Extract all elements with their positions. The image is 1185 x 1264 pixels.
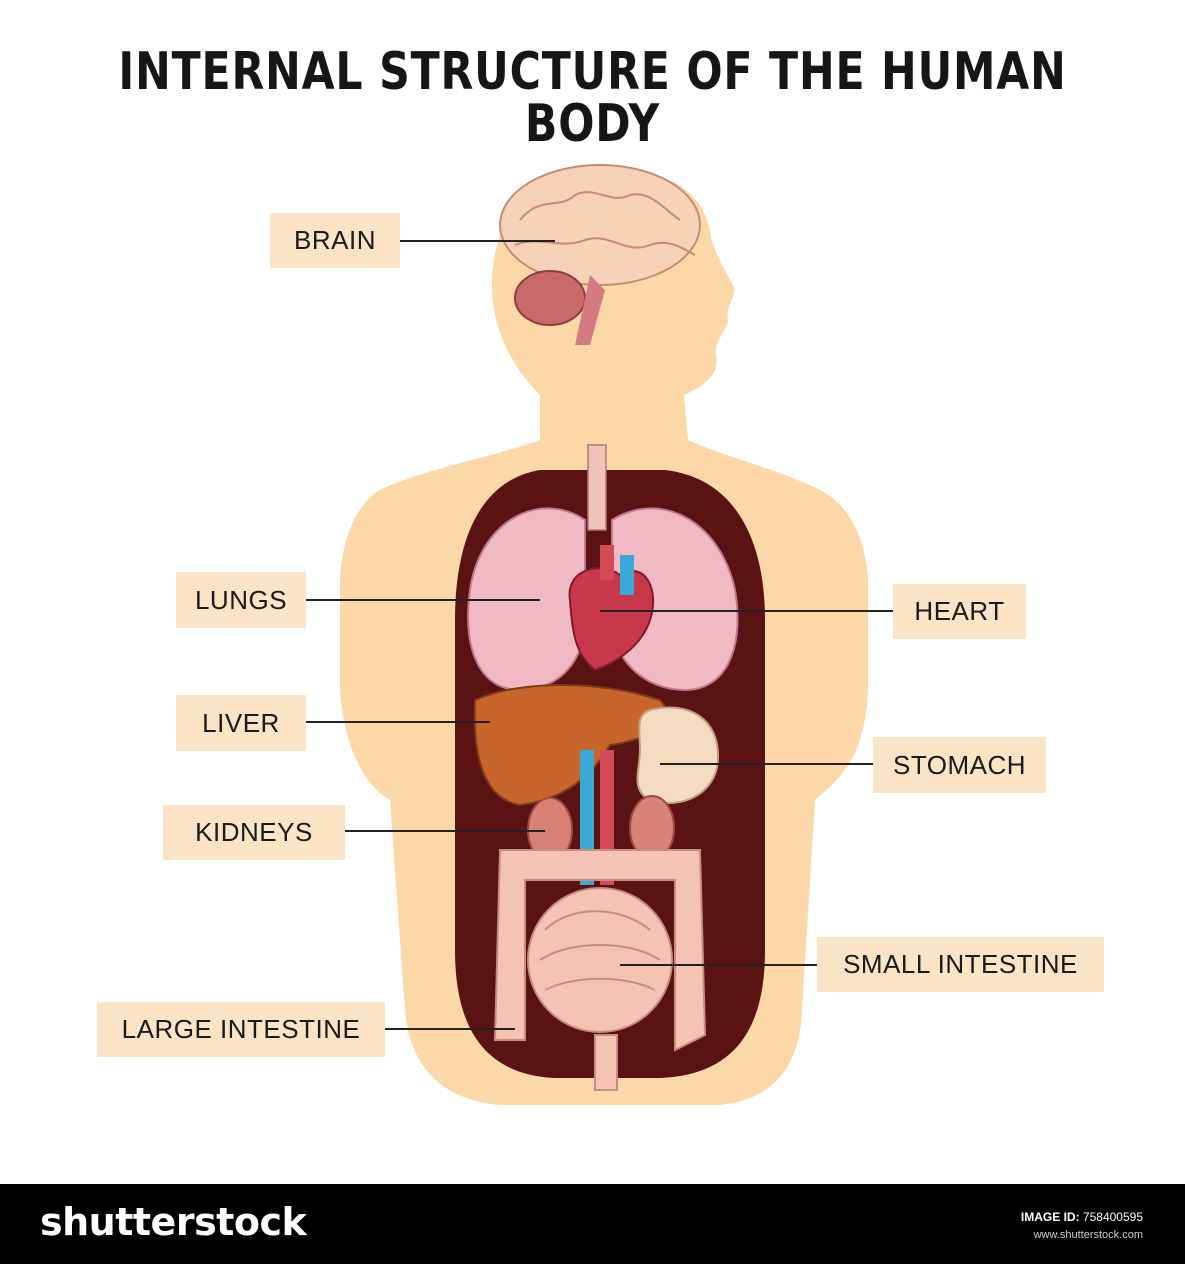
human-body-diagram — [306, 164, 893, 1105]
brain-organ — [499, 164, 701, 345]
label-large-intestine: LARGE INTESTINE — [97, 1002, 385, 1057]
brand-logo: shutterstock — [40, 1200, 307, 1244]
small-intestine-organ — [527, 887, 673, 1033]
label-brain: BRAIN — [270, 213, 400, 268]
label-liver: LIVER — [176, 695, 306, 751]
page-title: INTERNAL STRUCTURE OF THE HUMAN BODY — [118, 42, 1067, 154]
stomach-organ — [636, 706, 720, 805]
lungs-organ — [467, 507, 739, 692]
site-url: www.shutterstock.com — [1033, 1229, 1143, 1241]
label-lungs: LUNGS — [176, 572, 306, 628]
leader-lines — [306, 240, 893, 1030]
label-small-intestine: SMALL INTESTINE — [817, 937, 1104, 992]
label-heart: HEART — [893, 584, 1026, 639]
image-id-label: IMAGE ID: — [1020, 1210, 1080, 1224]
trachea — [587, 444, 607, 531]
rectum — [594, 1034, 618, 1091]
footer-bar: shutterstock IMAGE ID: 758400595 www.shu… — [0, 1184, 1185, 1264]
label-stomach: STOMACH — [873, 737, 1046, 793]
heart-organ — [568, 545, 655, 672]
label-kidneys: KIDNEYS — [163, 805, 345, 860]
image-id-value: 758400595 — [1082, 1210, 1143, 1224]
liver-organ — [473, 684, 668, 807]
image-id: IMAGE ID: 758400595 — [1021, 1210, 1143, 1224]
large-intestine-organ — [493, 849, 707, 1052]
